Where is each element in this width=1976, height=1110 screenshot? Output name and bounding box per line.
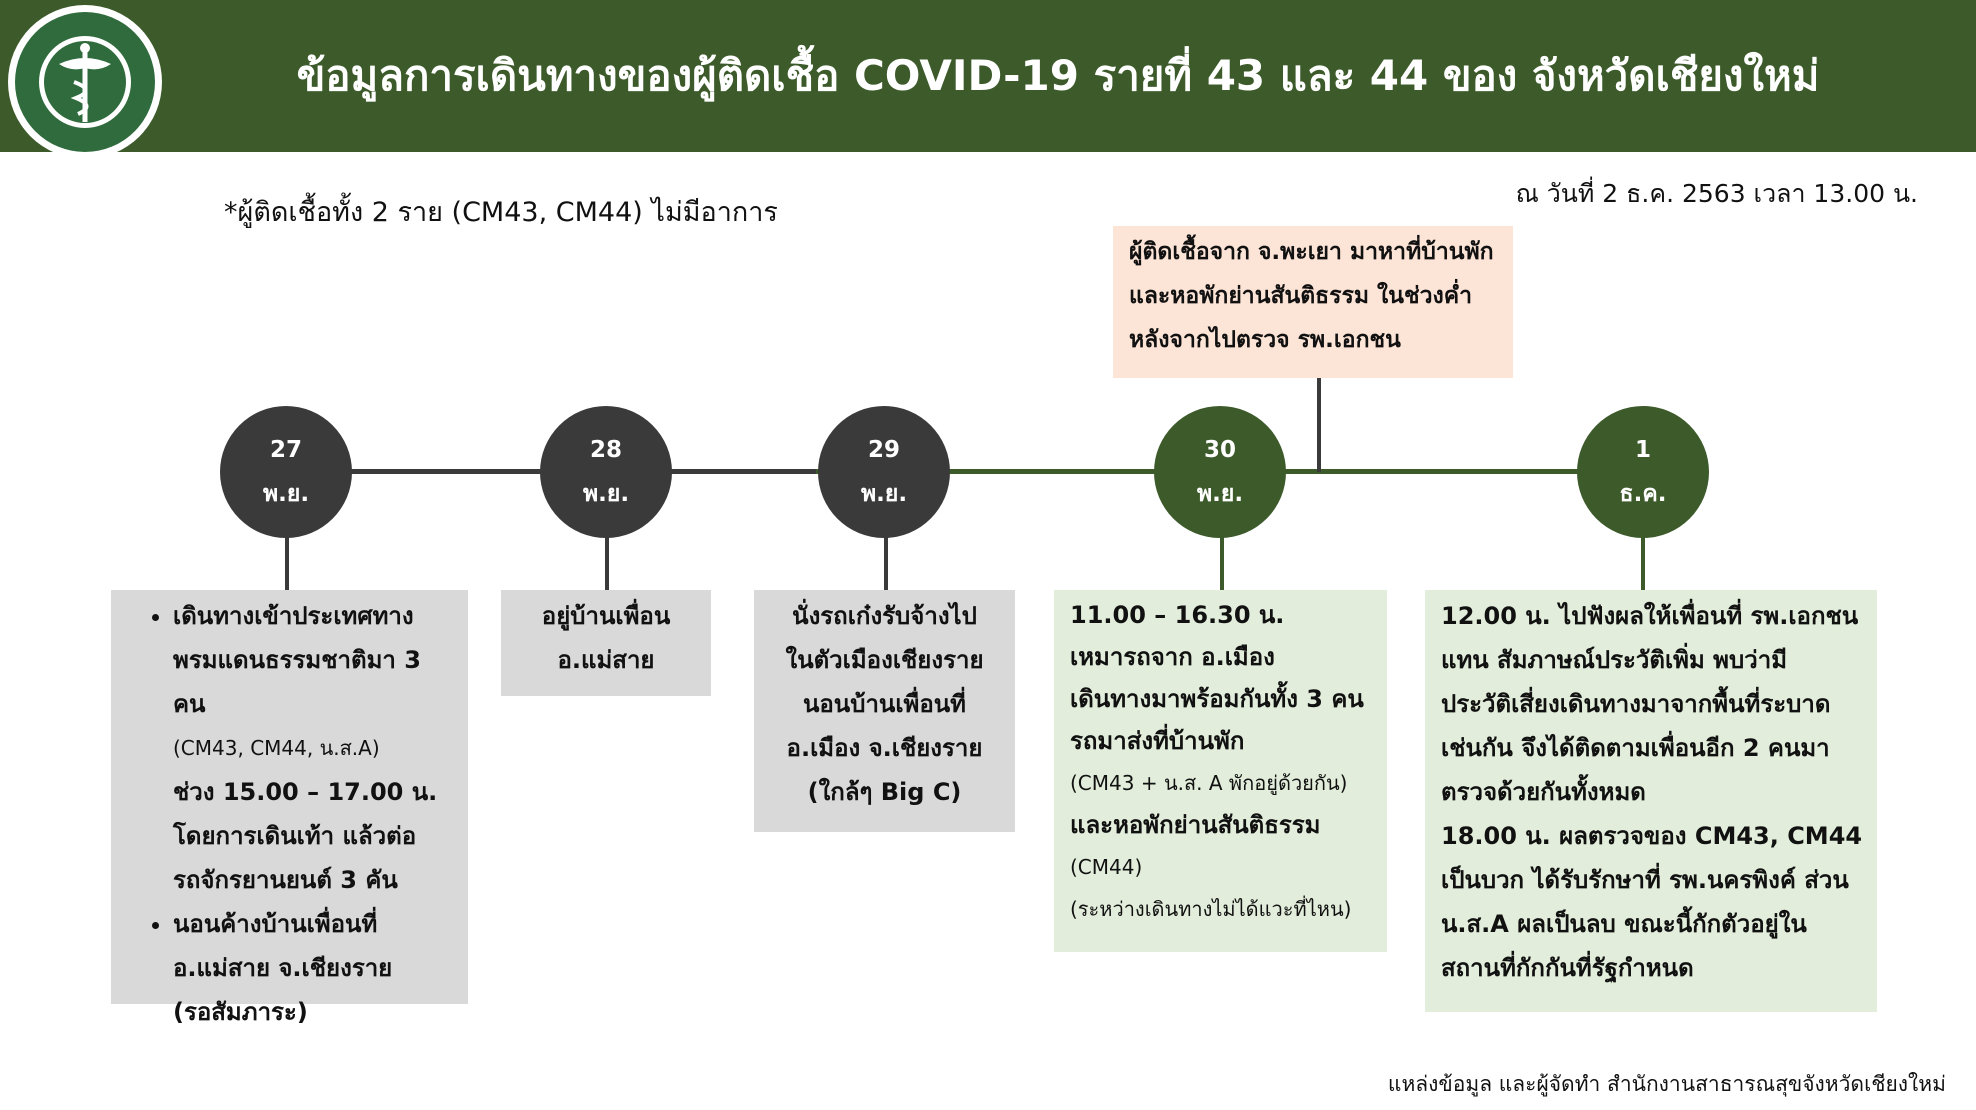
box-line: เหมารถจาก อ.เมือง	[1070, 643, 1275, 671]
box-line: เดินทางมาพร้อมกันทั้ง 3 คน	[1070, 685, 1364, 713]
connector-1	[1641, 535, 1645, 590]
box-line-small: (CM43, CM44, น.ส.A)	[173, 736, 380, 760]
box-line: อ.แม่สาย	[557, 646, 655, 674]
as-of-date: ณ วันที่ 2 ธ.ค. 2563 เวลา 13.00 น.	[1515, 179, 1918, 208]
box-line: ตรวจด้วยกันทั้งหมด	[1441, 778, 1646, 806]
box-line: นอนบ้านเพื่อนที่	[802, 690, 966, 718]
date-month: พ.ย.	[262, 481, 310, 507]
box-line: สถานที่กักกันที่รัฐกำหนด	[1441, 954, 1694, 982]
date-node-1: 1 ธ.ค.	[1577, 406, 1709, 538]
event-box-30: 11.00 – 16.30 น. เหมารถจาก อ.เมือง เดินท…	[1054, 590, 1387, 952]
date-month: พ.ย.	[860, 481, 908, 507]
box-line: พรมแดนธรรมชาติมา 3 คน	[173, 646, 421, 718]
box-line: น.ส.A ผลเป็นลบ ขณะนี้กักตัวอยู่ใน	[1441, 910, 1807, 938]
box-line: อ.เมือง จ.เชียงราย	[786, 734, 983, 762]
box-line: 11.00 – 16.30 น.	[1070, 601, 1285, 629]
box-line: นอนค้างบ้านเพื่อนที่	[173, 910, 378, 938]
callout-line: หลังจากไปตรวจ รพ.เอกชน	[1129, 327, 1401, 353]
ministry-logo	[8, 5, 162, 159]
connector-27	[285, 535, 289, 590]
connector-29	[884, 535, 888, 590]
asymptomatic-note: *ผู้ติดเชื้อทั้ง 2 ราย (CM43, CM44) ไม่ม…	[224, 197, 778, 228]
callout-line: และหอพักย่านสันติธรรม ในช่วงค่ำ	[1129, 283, 1473, 309]
box-line: 12.00 น. ไปฟังผลให้เพื่อนที่ รพ.เอกชน	[1441, 602, 1859, 630]
header-bar	[0, 0, 1976, 152]
page-title: ข้อมูลการเดินทางของผู้ติดเชื้อ COVID-19 …	[296, 51, 1820, 100]
date-day: 1	[1634, 437, 1651, 463]
event-box-1: 12.00 น. ไปฟังผลให้เพื่อนที่ รพ.เอกชน แท…	[1425, 590, 1877, 1012]
box-line: นั่งรถเก๋งรับจ้างไป	[792, 602, 977, 630]
box-line: และหอพักย่านสันติธรรม	[1070, 811, 1321, 839]
date-node-28: 28 พ.ย.	[540, 406, 672, 538]
date-month: ธ.ค.	[1619, 481, 1667, 507]
date-node-27: 27 พ.ย.	[220, 406, 352, 538]
event-box-29: นั่งรถเก๋งรับจ้างไป ในตัวเมืองเชียงราย น…	[754, 590, 1015, 832]
date-node-30: 30 พ.ย.	[1154, 406, 1286, 538]
connector-callout	[1317, 374, 1321, 472]
event-box-28: อยู่บ้านเพื่อน อ.แม่สาย	[501, 590, 711, 696]
box-line: ช่วง 15.00 – 17.00 น.	[173, 778, 438, 806]
date-node-29: 29 พ.ย.	[818, 406, 950, 538]
date-month: พ.ย.	[1196, 481, 1244, 507]
box-line: เดินทางเข้าประเทศทาง	[173, 602, 414, 630]
box-line: แทน สัมภาษณ์ประวัติเพิ่ม พบว่ามี	[1441, 646, 1788, 674]
box-line: 18.00 น. ผลตรวจของ CM43, CM44	[1441, 822, 1863, 850]
callout-line: ผู้ติดเชื้อจาก จ.พะเยา มาหาที่บ้านพัก	[1129, 239, 1494, 265]
bullet-item: นอนค้างบ้านเพื่อนที่ อ.แม่สาย จ.เชียงราย…	[173, 902, 458, 1034]
bullet-item: เดินทางเข้าประเทศทาง พรมแดนธรรมชาติมา 3 …	[173, 594, 458, 902]
date-day: 27	[269, 437, 302, 463]
box-line: (รอสัมภาระ)	[173, 998, 308, 1026]
box-line-small: (CM43 + น.ส. A พักอยู่ด้วยกัน)	[1070, 771, 1348, 795]
box-line: อ.แม่สาย จ.เชียงราย	[173, 954, 393, 982]
connector-30	[1220, 535, 1224, 590]
event-box-27: เดินทางเข้าประเทศทาง พรมแดนธรรมชาติมา 3 …	[111, 590, 468, 1026]
date-month: พ.ย.	[582, 481, 630, 507]
box-line-small: (ระหว่างเดินทางไม่ได้แวะที่ไหน)	[1070, 897, 1352, 921]
box-line: ในตัวเมืองเชียงราย	[785, 646, 984, 674]
box-line: ประวัติเสี่ยงเดินทางมาจากพื้นที่ระบาด	[1441, 690, 1831, 718]
connector-28	[605, 535, 609, 590]
box-line: รถจักรยานยนต์ 3 คัน	[173, 866, 398, 894]
box-line: อยู่บ้านเพื่อน	[541, 602, 671, 630]
date-day: 29	[867, 437, 900, 463]
box-line: รถมาส่งที่บ้านพัก	[1070, 727, 1245, 755]
box-line-small: (CM44)	[1070, 855, 1143, 879]
box-line: (ใกล้ๆ Big C)	[807, 778, 962, 806]
date-day: 30	[1203, 437, 1236, 463]
box-line: เช่นกัน จึงได้ติดตามเพื่อนอีก 2 คนมา	[1441, 734, 1830, 762]
box-line: โดยการเดินเท้า แล้วต่อ	[173, 822, 417, 850]
box-line: เป็นบวก ได้รับรักษาที่ รพ.นครพิงค์ ส่วน	[1441, 866, 1849, 894]
callout-box: ผู้ติดเชื้อจาก จ.พะเยา มาหาที่บ้านพัก แล…	[1113, 226, 1513, 378]
source-credit: แหล่งข้อมูล และผู้จัดทำ สำนักงานสาธารณสุ…	[1387, 1072, 1946, 1096]
date-day: 28	[589, 437, 622, 463]
